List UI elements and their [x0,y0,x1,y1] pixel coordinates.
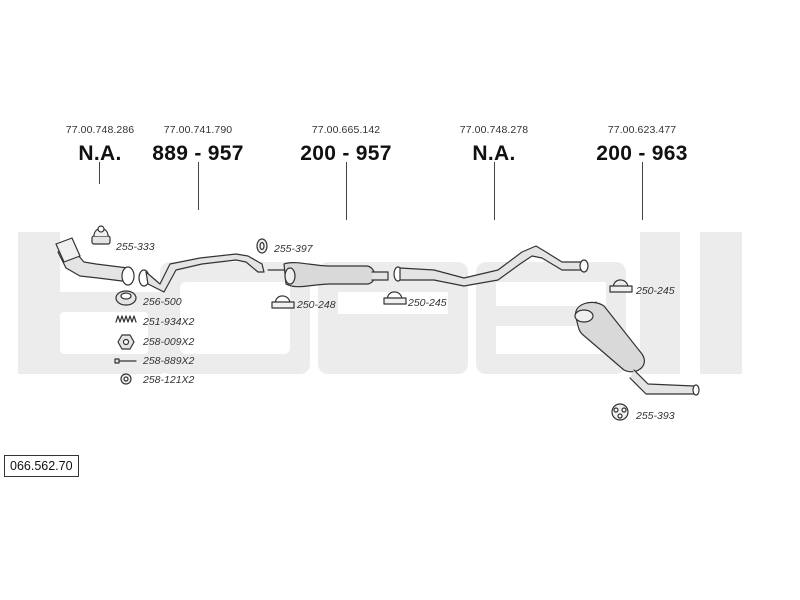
spring [115,315,137,323]
callout-256-500: 256-500 [143,296,182,308]
clamp [383,291,407,305]
column-4: 77.00.748.278 N.A. [424,124,564,166]
leader-line [494,162,495,220]
gasket-ring [115,290,137,306]
front-pipe [55,237,135,286]
washer [120,373,132,385]
oem-number: 77.00.748.286 [65,124,135,136]
callout-251-934x2: 251-934X2 [143,316,195,328]
callout-258-121x2: 258-121X2 [143,374,195,386]
middle-silencer [267,262,389,288]
callout-255-333: 255-333 [116,241,155,253]
leader-line [642,162,643,220]
clamp [609,279,633,293]
rubber-ring [611,403,629,421]
leader-line [346,162,347,220]
column-2: 77.00.741.790 889 - 957 [128,124,268,166]
leader-line [198,162,199,210]
callout-255-397: 255-397 [274,243,313,255]
part-number: 889 - 957 [152,142,244,165]
reference-number: 066.562.70 [4,455,79,477]
part-number: N.A. [78,142,122,165]
part-number: 200 - 963 [596,142,688,165]
nut [117,334,135,350]
callout-258-009x2: 258-009X2 [143,336,195,348]
callout-250-245: 250-245 [636,285,675,297]
callout-250-245: 250-245 [408,297,447,309]
bolt [114,358,137,364]
intermediate-pipe [138,253,265,293]
rubber-mount [91,225,111,245]
callout-258-889x2: 258-889X2 [143,355,195,367]
column-3: 77.00.665.142 200 - 957 [276,124,416,166]
gasket [256,238,268,254]
callout-255-393: 255-393 [636,410,675,422]
leader-line [99,162,100,184]
oem-number: 77.00.623.477 [607,124,677,136]
callout-250-248: 250-248 [297,299,336,311]
column-5: 77.00.623.477 200 - 963 [572,124,712,166]
part-number: 200 - 957 [300,142,392,165]
part-number: N.A. [472,142,516,165]
column-1: 77.00.748.286 N.A. [30,124,170,166]
oem-number: 77.00.748.278 [459,124,529,136]
clamp [271,295,295,309]
oem-number: 77.00.665.142 [311,124,381,136]
rear-silencer [574,301,700,396]
oem-number: 77.00.741.790 [163,124,233,136]
rear-pipe [393,245,589,287]
